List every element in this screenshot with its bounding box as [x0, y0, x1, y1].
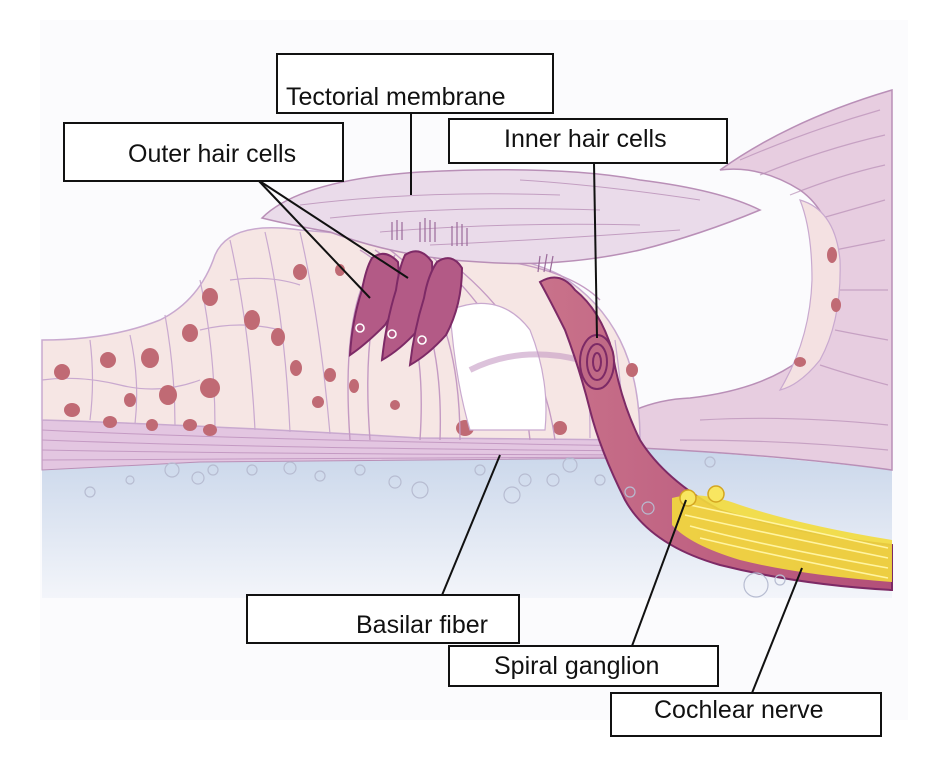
tectorial-membrane-label-text: Tectorial membrane: [286, 83, 506, 111]
inner-hair-cells-label-text: Inner hair cells: [504, 125, 667, 153]
limbus-texture: [679, 109, 889, 451]
spiral-ganglion-label-text: Spiral ganglion: [494, 651, 660, 680]
inner-hair-cells-label: Inner hair cells: [448, 118, 728, 164]
tunnel-of-corti: [449, 302, 547, 431]
interdental-cells: [778, 199, 841, 391]
reticular-lamina: [468, 351, 581, 373]
outer-hair-cells: [348, 250, 464, 367]
basilar-fiber-label-text: Basilar fiber: [356, 611, 488, 639]
leader-outer-hair-cells-2: [257, 179, 409, 279]
leader-outer-hair-cells-1: [257, 179, 371, 299]
spiral-ganglion-label: Spiral ganglion: [448, 645, 719, 687]
leader-inner-hair-cells: [593, 162, 598, 339]
cochlear-nerve-label: Cochlear nerve: [610, 692, 882, 737]
spiral-ganglion: [672, 485, 892, 582]
tectorial-membrane: [260, 169, 762, 265]
outer-hair-cells-label: Outer hair cells: [63, 122, 344, 182]
tectorial-membrane-fibers: [299, 179, 701, 246]
fluid-bubbles: [84, 456, 786, 598]
outer-hair-cells-label-text: Outer hair cells: [128, 140, 297, 168]
leader-basilar-fiber: [439, 454, 501, 601]
leader-cochlear-nerve: [751, 567, 803, 694]
tectorial-membrane-label: Tectorial membrane: [276, 53, 554, 114]
cell-nuclei: [54, 264, 638, 436]
outer-hair-cell-nuclei: [355, 323, 427, 345]
stereocilia: [391, 218, 554, 273]
leader-lines: [257, 114, 803, 694]
leader-spiral-ganglion: [631, 499, 687, 647]
spiral-limbus: [598, 88, 893, 471]
basilar-fiber-label: Basilar fiber: [246, 594, 520, 644]
inner-hair-cell: [579, 334, 615, 390]
cochlear-nerve-label-text: Cochlear nerve: [654, 696, 824, 724]
